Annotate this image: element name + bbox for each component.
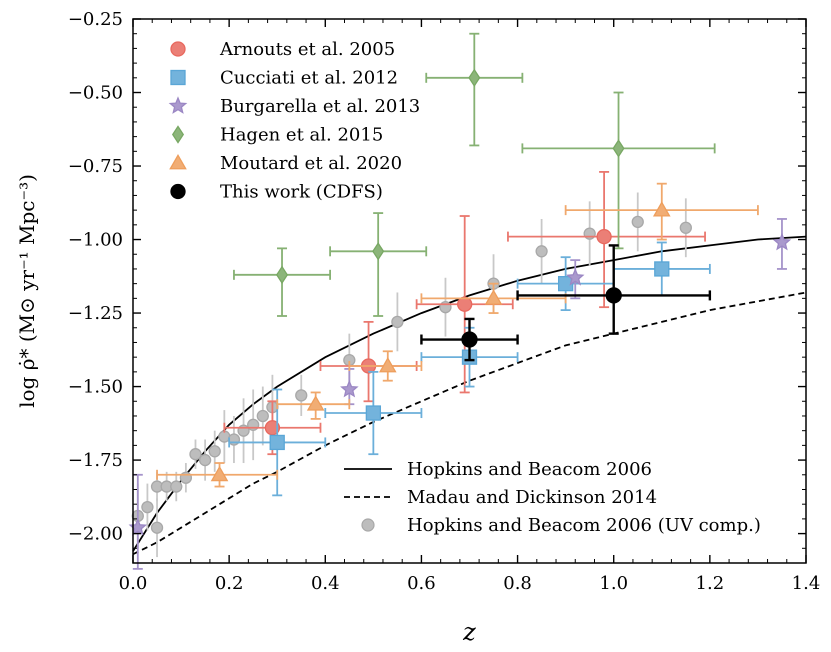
- hopkins-and-beacom-2006-uv-comp-point: [208, 445, 221, 458]
- x-axis-label: z: [462, 618, 476, 646]
- burgarella-et-al-2013-point: [566, 268, 585, 286]
- legend-item: Arnouts et al. 2005: [170, 39, 395, 60]
- madau-dickinson-2014-line: [132, 291, 807, 556]
- hopkins-and-beacom-2006-uv-comp-point: [141, 500, 154, 514]
- x-tick-label: 1.2: [696, 573, 725, 594]
- x-tick-label: 1.4: [792, 573, 821, 594]
- arnouts-et-al-2005-series: [223, 171, 706, 456]
- legend-item: Hagen et al. 2015: [171, 125, 383, 146]
- y-tick-label: −1.25: [68, 303, 123, 324]
- axes: 0.0 0.2 0.4 0.6 0.8 1.0 1.2 1.4 −0.25 −0.50 −0.75 −…: [15, 9, 820, 646]
- hopkins-and-beacom-2006-uv-comp-point: [679, 221, 692, 234]
- cucciati-et-al-2012-point: [654, 261, 670, 277]
- moutard-et-al-2020-point: [210, 465, 229, 482]
- y-tick-label: −0.50: [68, 83, 123, 104]
- burgarella-et-al-2013-point: [128, 517, 148, 536]
- this-work-cdfs-series: [420, 244, 712, 362]
- x-tick-label: 0.2: [215, 573, 244, 594]
- moutard-et-al-2020-point: [378, 356, 397, 373]
- cucciati-et-al-2012-point: [365, 405, 382, 421]
- legend-item: Moutard et al. 2020: [169, 153, 402, 174]
- star-legend-marker: [168, 96, 188, 114]
- y-tick-label: −0.75: [68, 156, 123, 177]
- hopkins-and-beacom-2006-uv-comp-point: [198, 453, 212, 467]
- hagen-et-al-2015-series: [233, 32, 716, 317]
- legend-item: Hopkins and Beacom 2006 (UV comp.): [361, 515, 761, 536]
- legend-label: Madau and Dickinson 2014: [407, 487, 657, 508]
- grey-circle-legend-marker: [361, 518, 375, 532]
- x-tick-label: 0.4: [311, 573, 340, 594]
- legend-label: This work (CDFS): [220, 182, 383, 203]
- diamond-legend-marker: [171, 125, 185, 144]
- y-tick-label: −0.25: [68, 9, 123, 30]
- x-tick-label: 0.6: [407, 573, 436, 594]
- moutard-et-al-2020-series: [156, 182, 759, 488]
- square-legend-marker: [170, 69, 186, 86]
- moutard-et-al-2020-point: [652, 201, 671, 217]
- hopkins-and-beacom-2006-uv-comp-point: [535, 245, 548, 258]
- legend-item: Burgarella et al. 2013: [168, 96, 420, 117]
- legend-label: Hopkins and Beacom 2006: [407, 459, 652, 480]
- hopkins-and-beacom-2006-uv-comp-point: [150, 521, 164, 534]
- hopkins-and-beacom-2006-uv-comp-point: [189, 448, 202, 461]
- hopkins-and-beacom-2006-uv-comp-point: [170, 480, 183, 493]
- hagen-et-al-2015-point: [275, 265, 289, 285]
- legend-item: Madau and Dickinson 2014: [344, 487, 657, 508]
- cucciati-et-al-2012-series: [228, 241, 711, 497]
- legend-item: This work (CDFS): [170, 182, 383, 203]
- triangle-legend-marker: [169, 153, 187, 170]
- x-tick-label: 0.0: [119, 573, 148, 594]
- hopkins-and-beacom-2006-uv-comp-point: [391, 315, 404, 329]
- hopkins-and-beacom-2006-uv-comp-point: [583, 227, 596, 240]
- legend-label: Hagen et al. 2015: [220, 125, 383, 146]
- hopkins-and-beacom-2006-uv-comp-point: [256, 409, 269, 423]
- legend-label: Cucciati et al. 2012: [220, 68, 398, 89]
- hopkins-and-beacom-2006-uv-comp-point: [439, 301, 452, 314]
- y-tick-label: −1.50: [68, 377, 123, 398]
- y-axis-label: log ρ̇* (M⊙ yr⁻¹ Mpc⁻³): [15, 174, 39, 408]
- hopkins-and-beacom-2006-uv-comp-point: [227, 433, 241, 446]
- y-tick-label: −1.00: [68, 230, 123, 251]
- legend-label: Moutard et al. 2020: [220, 153, 402, 174]
- plot-frame: [132, 18, 807, 564]
- burgarella-et-al-2013-series: [128, 218, 792, 570]
- moutard-et-al-2020-point: [306, 395, 325, 411]
- cucciati-et-al-2012-point: [269, 434, 285, 451]
- circle-legend-marker: [170, 41, 186, 57]
- arnouts-et-al-2005-point: [596, 228, 612, 245]
- legend-item: Hopkins and Beacom 2006: [344, 459, 652, 480]
- legend-label: Burgarella et al. 2013: [220, 96, 420, 117]
- arnouts-et-al-2005-point: [457, 296, 473, 312]
- legend-item: Cucciati et al. 2012: [170, 68, 398, 89]
- arnouts-et-al-2005-point: [264, 420, 281, 436]
- hagen-et-al-2015-point: [612, 139, 625, 158]
- hopkins-and-beacom-2006-uv-comp-point: [179, 471, 193, 484]
- hopkins-and-beacom-2006-uv-comp-point: [295, 389, 308, 402]
- burgarella-et-al-2013-point: [772, 232, 792, 251]
- hopkins-and-beacom-2006-uv-comp-series: [131, 192, 692, 558]
- legend-label: Hopkins and Beacom 2006 (UV comp.): [407, 515, 761, 536]
- burgarella-et-al-2013-point: [340, 379, 359, 398]
- y-tick-label: −2.00: [68, 524, 123, 545]
- data-points: [128, 32, 792, 570]
- this-work-cdfs-point: [605, 287, 622, 304]
- legend-label: Arnouts et al. 2005: [219, 39, 395, 60]
- hagen-et-al-2015-point: [468, 68, 481, 88]
- x-tick-label: 1.0: [599, 573, 628, 594]
- hopkins-and-beacom-2006-uv-comp-point: [631, 215, 644, 229]
- hopkins-and-beacom-2006-uv-comp-point: [247, 418, 260, 431]
- circle-legend-marker: [170, 183, 186, 200]
- x-tick-label: 0.8: [503, 573, 532, 594]
- moutard-et-al-2020-point: [484, 289, 503, 305]
- this-work-cdfs-point: [461, 331, 478, 348]
- hagen-et-al-2015-point: [372, 242, 385, 261]
- y-tick-label: −1.75: [68, 450, 123, 471]
